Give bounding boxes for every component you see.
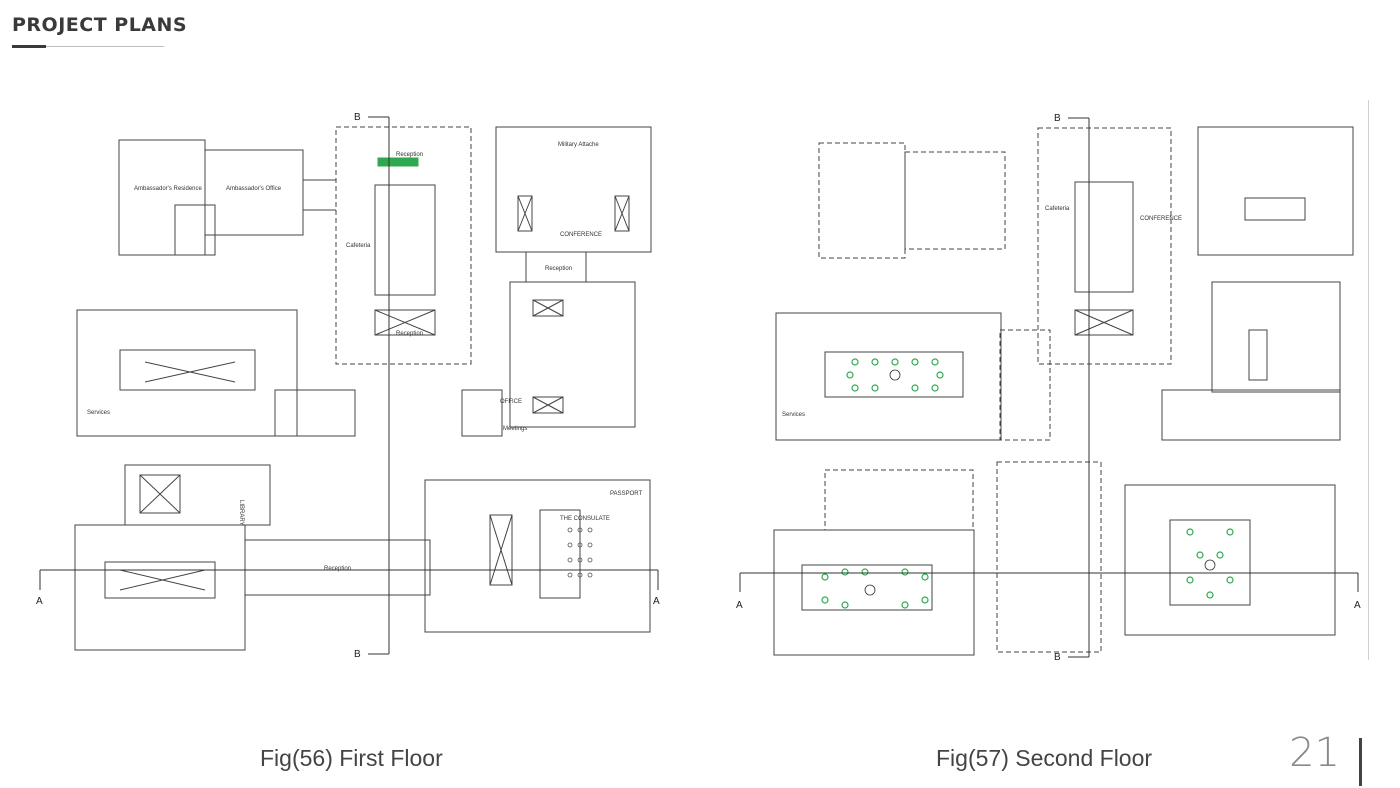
label-services: Services xyxy=(87,410,110,416)
page-header: PROJECT PLANS xyxy=(12,14,188,48)
consular-wing xyxy=(74,524,246,651)
label-office: OFFICE xyxy=(500,399,522,405)
second-floor-plan: Cafeteria CONFERENCE Services A A B B xyxy=(730,100,1370,670)
office-block-bottom-right xyxy=(1124,484,1336,636)
section-b-bottom: B xyxy=(354,649,361,660)
label-cafeteria: Cafeteria xyxy=(346,243,371,249)
label-passports: PASSPORT xyxy=(610,491,642,497)
section-b-top: B xyxy=(354,112,361,123)
label-conference: CONFERENCE xyxy=(560,232,602,238)
right-edge-rule xyxy=(1368,100,1369,660)
label-meetings: Meetings xyxy=(503,426,527,432)
label-military-attache: Military Attache xyxy=(558,142,599,148)
section-a-right: A xyxy=(653,596,660,607)
label-conference: CONFERENCE xyxy=(1140,216,1182,222)
label-the-consulate: THE CONSULATE xyxy=(560,516,610,522)
label-reception-corridor: Reception xyxy=(324,566,351,572)
first-floor-plan: Ambassador's Residence Ambassador's Offi… xyxy=(30,100,680,670)
section-a-left: A xyxy=(736,600,743,611)
library-block xyxy=(124,464,271,526)
title-underline-accent xyxy=(12,45,46,48)
label-reception-top: Reception xyxy=(396,152,423,158)
label-ambassador-residence: Ambassador's Residence xyxy=(134,186,203,192)
section-b-top: B xyxy=(1054,113,1061,124)
figure-caption-second-floor: Fig(57) Second Floor xyxy=(936,745,1153,771)
page-number: 21 xyxy=(1289,730,1340,776)
page-number-bar xyxy=(1359,738,1362,786)
consulate-block xyxy=(424,479,651,633)
section-a-left: A xyxy=(36,596,43,607)
label-reception-bottom: Reception xyxy=(396,331,423,337)
office-block-right-middle xyxy=(1211,281,1341,393)
left-office-wing xyxy=(76,309,298,437)
title-underline xyxy=(12,46,164,47)
office-block-left xyxy=(775,312,1002,441)
office-block-bottom-left xyxy=(773,529,975,656)
label-cafeteria: Cafeteria xyxy=(1045,206,1070,212)
label-reception-hall: Reception xyxy=(545,266,572,272)
auditorium-block xyxy=(335,126,472,365)
section-a-right: A xyxy=(1354,600,1361,611)
section-b-bottom: B xyxy=(1054,652,1061,663)
figure-caption-first-floor: Fig(56) First Floor xyxy=(260,745,443,771)
page-title: PROJECT PLANS xyxy=(12,14,188,36)
label-services: Services xyxy=(782,412,805,418)
label-library: LIBRARY xyxy=(238,500,244,526)
ambassador-residence-block xyxy=(118,139,206,256)
office-block-top-right xyxy=(1197,126,1354,256)
label-ambassador-office: Ambassador's Office xyxy=(226,186,282,192)
ambassador-office-block xyxy=(204,149,304,236)
